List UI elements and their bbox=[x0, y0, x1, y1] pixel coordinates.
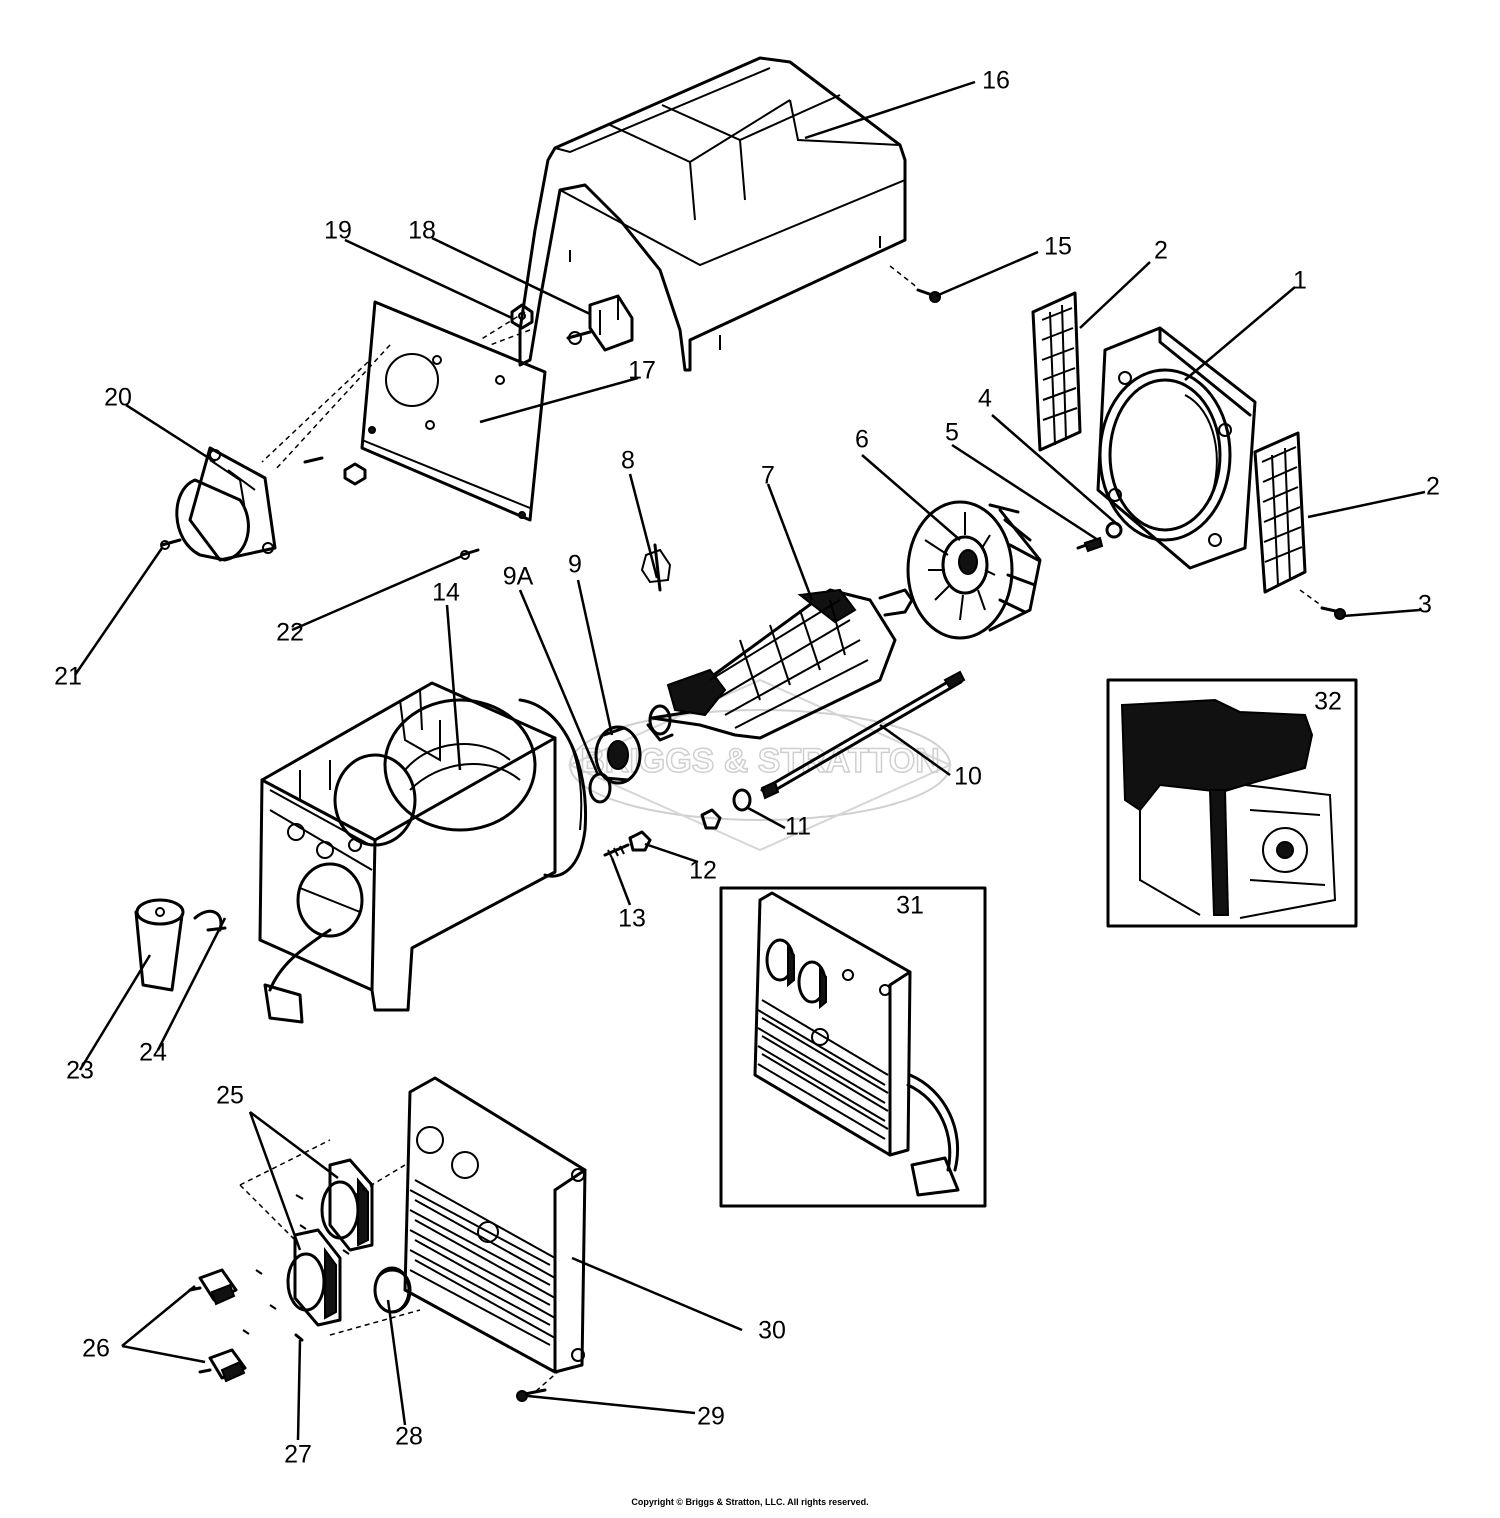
callout-10: 10 bbox=[954, 763, 982, 791]
callout-20: 20 bbox=[104, 384, 132, 412]
part-8-brush bbox=[640, 543, 672, 592]
part-15-screw bbox=[916, 288, 941, 303]
callout-15: 15 bbox=[1044, 233, 1072, 261]
part-4-washer bbox=[1105, 521, 1123, 539]
part-25-receptacle-upper bbox=[320, 1158, 374, 1252]
callout-22: 22 bbox=[276, 619, 304, 647]
callout-4: 4 bbox=[978, 385, 992, 413]
callout-19: 19 bbox=[324, 217, 352, 245]
callout-7: 7 bbox=[761, 462, 775, 490]
leader-lines bbox=[73, 80, 1426, 1441]
part-7-rotor bbox=[646, 588, 914, 742]
part-25-receptacle-lower bbox=[286, 1228, 342, 1327]
part-2-grille-upper bbox=[1031, 291, 1082, 452]
part-1-endbell bbox=[1096, 326, 1257, 570]
callout-3: 3 bbox=[1418, 591, 1432, 619]
part-6-fan bbox=[906, 500, 1042, 640]
part-26-breaker-upper bbox=[188, 1268, 238, 1306]
callout-25: 25 bbox=[216, 1082, 244, 1110]
part-30-control-panel bbox=[403, 1076, 587, 1374]
part-14-stator-housing bbox=[258, 681, 588, 1024]
part-13-stud bbox=[603, 843, 630, 859]
part-29-screw bbox=[516, 1388, 547, 1402]
part-5-bolt bbox=[1076, 536, 1104, 553]
callout-labels: 16 15 2 1 2 3 4 5 6 7 8 9 9A 10 11 12 13… bbox=[54, 67, 1440, 1469]
callout-21: 21 bbox=[54, 663, 82, 691]
part-18-switch bbox=[566, 294, 634, 352]
part-28-knob bbox=[373, 1266, 412, 1314]
inset-31-panel-assembly bbox=[719, 886, 987, 1208]
part-11-washer bbox=[732, 788, 752, 812]
inset-32-engine-photo bbox=[1106, 678, 1358, 928]
callout-30: 30 bbox=[758, 1317, 786, 1345]
callout-9: 9 bbox=[568, 551, 582, 579]
part-20-receptacle bbox=[175, 446, 277, 562]
callout-12: 12 bbox=[689, 857, 717, 885]
part-27-screws bbox=[242, 1194, 350, 1342]
callout-16: 16 bbox=[982, 67, 1010, 95]
part-17-panel-plate bbox=[360, 300, 547, 522]
copyright-notice: Copyright © Briggs & Stratton, LLC. All … bbox=[631, 1497, 869, 1507]
part-23-capacitor bbox=[134, 898, 185, 992]
part-2-grille-lower bbox=[1253, 431, 1307, 594]
callout-23: 23 bbox=[66, 1057, 94, 1085]
callout-31: 31 bbox=[896, 892, 924, 920]
callout-2-lower: 2 bbox=[1426, 473, 1440, 501]
callout-27: 27 bbox=[284, 1441, 312, 1469]
callout-17: 17 bbox=[628, 357, 656, 385]
part-22-screw bbox=[303, 456, 480, 560]
part-16-top-cover bbox=[518, 56, 907, 372]
part-9-bearing bbox=[594, 725, 642, 785]
callout-18: 18 bbox=[408, 217, 436, 245]
callout-9A: 9A bbox=[503, 563, 534, 591]
callout-1: 1 bbox=[1293, 267, 1307, 295]
part-26-breaker-lower bbox=[198, 1348, 247, 1383]
part-10-through-bolt bbox=[760, 670, 966, 800]
part-3-screw bbox=[1320, 606, 1346, 620]
callout-8: 8 bbox=[621, 447, 635, 475]
assembly-guide-lines bbox=[239, 265, 1323, 1393]
callout-5: 5 bbox=[945, 419, 959, 447]
callout-2-upper: 2 bbox=[1154, 237, 1168, 265]
part-12-nut bbox=[628, 808, 722, 852]
callout-29: 29 bbox=[697, 1403, 725, 1431]
callout-13: 13 bbox=[618, 905, 646, 933]
callout-26: 26 bbox=[82, 1335, 110, 1363]
brand-watermark: BRIGGS & STRATTON bbox=[567, 678, 953, 852]
callout-6: 6 bbox=[855, 426, 869, 454]
callout-14: 14 bbox=[432, 579, 460, 607]
part-21-screw bbox=[160, 538, 182, 550]
callout-32: 32 bbox=[1314, 688, 1342, 716]
callout-28: 28 bbox=[395, 1423, 423, 1451]
callout-24: 24 bbox=[139, 1039, 167, 1067]
callout-11: 11 bbox=[785, 813, 811, 841]
